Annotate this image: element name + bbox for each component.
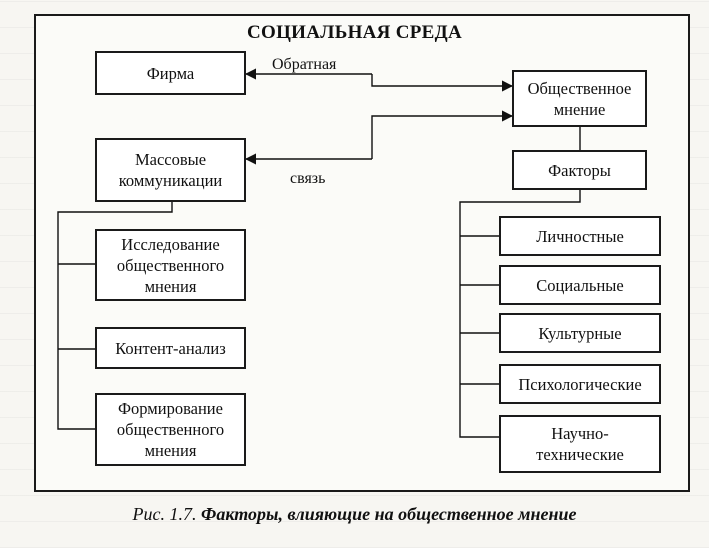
node-opinion-forming-label: Формирование общественного мнения	[116, 399, 225, 460]
node-opinion-research: Исследование общественного мнения	[95, 229, 246, 301]
right-bracket	[459, 190, 581, 438]
node-content-analysis-label: Контент-анализ	[115, 338, 226, 358]
node-factor-scitech: Научно-технические	[499, 415, 661, 473]
node-opinion-forming: Формирование общественного мнения	[95, 393, 246, 466]
node-factor-personal: Личностные	[499, 216, 661, 256]
node-factor-psychological-label: Психологические	[518, 374, 642, 394]
node-opinion-research-label: Исследование общественного мнения	[116, 234, 225, 296]
node-content-analysis: Контент-анализ	[95, 327, 246, 369]
node-factor-social: Социальные	[499, 265, 661, 305]
feedback-arrow-to-opinion-top	[371, 74, 514, 92]
node-factor-scitech-label: Научно-технические	[536, 424, 624, 464]
node-firm-label: Фирма	[146, 63, 195, 83]
node-public-opinion-label: Общественное мнение	[527, 78, 632, 119]
caption-text: Факторы, влияющие на общественное мнение	[201, 504, 577, 524]
diagram-title: СОЦИАЛЬНАЯ СРЕДА	[246, 22, 463, 43]
node-mass-communications: Массовые коммуникации	[95, 138, 246, 202]
node-mass-communications-label: Массовые коммуникации	[118, 150, 223, 190]
feedback-arrow-to-opinion-bottom	[371, 110, 514, 159]
caption-prefix: Рис. 1.7.	[132, 504, 197, 524]
node-factors-label: Факторы	[548, 160, 611, 180]
node-factor-personal-label: Личностные	[536, 226, 624, 246]
node-factor-psychological: Психологические	[499, 364, 661, 404]
figure-caption: Рис. 1.7. Факторы, влияющие на обществен…	[0, 504, 709, 525]
node-factor-cultural: Культурные	[499, 313, 661, 353]
node-factors: Факторы	[512, 150, 647, 190]
left-bracket	[57, 202, 173, 430]
node-public-opinion: Общественное мнение	[512, 70, 647, 127]
node-factor-social-label: Социальные	[536, 275, 624, 295]
feedback-label-top: Обратная	[272, 56, 337, 73]
node-firm: Фирма	[95, 51, 246, 95]
feedback-label-bottom: связь	[290, 170, 326, 187]
node-factor-cultural-label: Культурные	[538, 323, 622, 343]
